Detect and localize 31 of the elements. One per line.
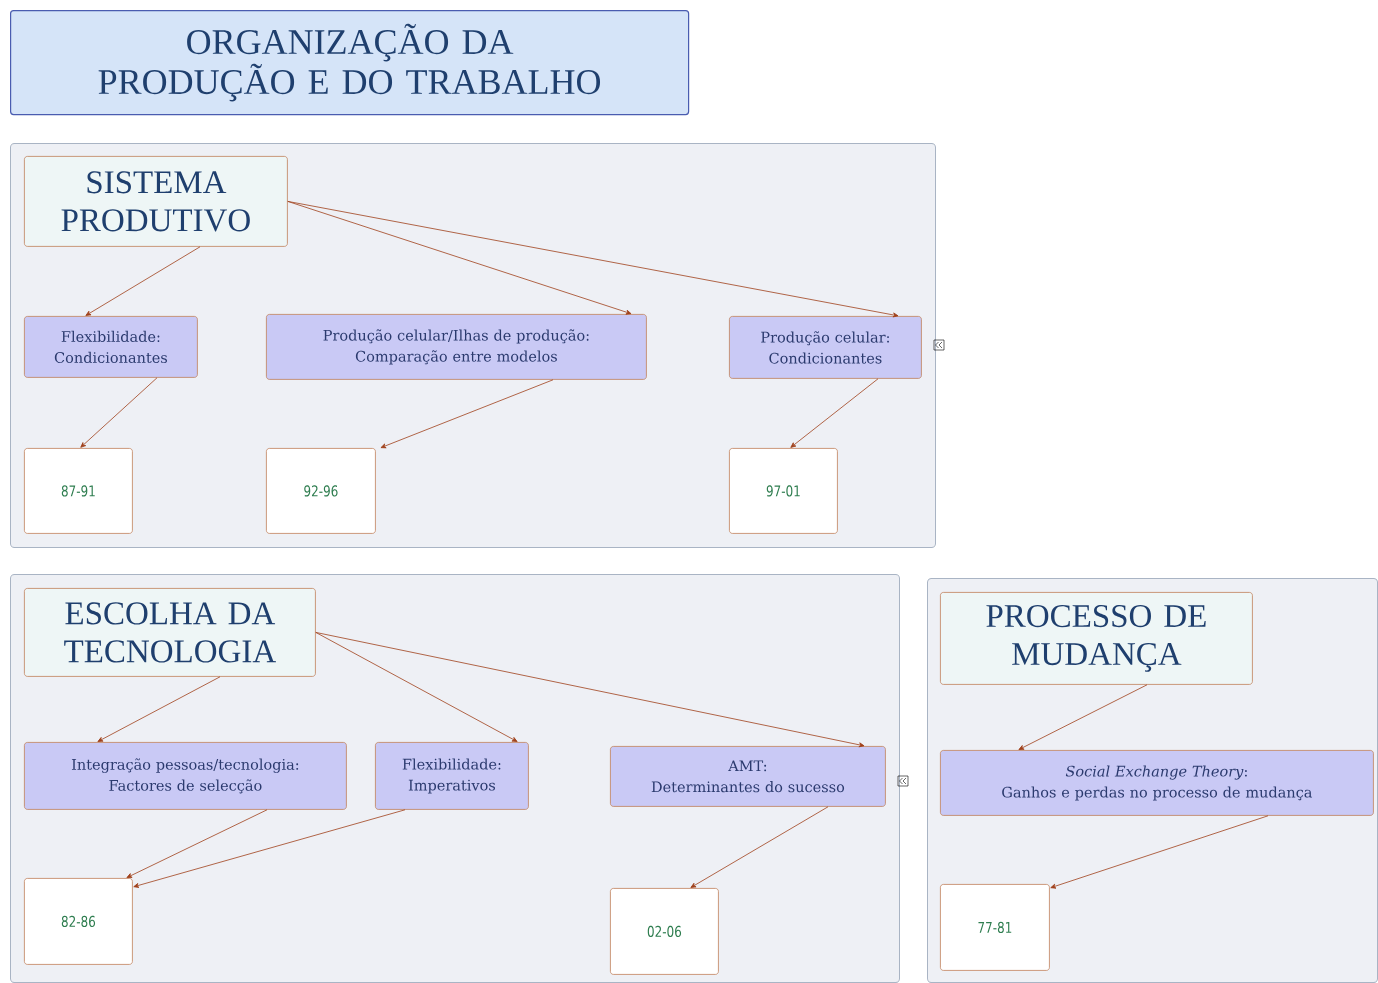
period-box: 77-81 — [940, 884, 1050, 971]
arrow — [133, 809, 406, 888]
arrow — [97, 676, 221, 742]
arrow — [126, 809, 268, 878]
heading-box: SISTEMA PRODUTIVO — [24, 156, 288, 247]
topic-box: Produção celular/Ilhas de produção: Comparação entre modelos — [266, 314, 647, 380]
arrow — [315, 632, 518, 742]
period-box: 82-86 — [24, 878, 133, 965]
arrow — [1018, 684, 1148, 750]
arrow — [287, 201, 632, 315]
topic-box: Flexibilidade: Imperativos — [375, 742, 529, 810]
topic-box: Social Exchange Theory: Ganhos e perdas no processo de mudança — [940, 750, 1374, 816]
arrow — [690, 806, 829, 888]
arrow — [315, 632, 865, 748]
arrow — [380, 379, 554, 449]
arrow — [790, 378, 879, 448]
arrow — [80, 377, 158, 448]
topic-box: Integração pessoas/tecnologia: Factores de selecção — [24, 742, 347, 810]
arrow — [85, 246, 201, 316]
period-box: 92-96 — [266, 448, 376, 534]
title-box: ORGANIZAÇÃO DA PRODUÇÃO E DO TRABALHO — [10, 10, 690, 116]
topic-box: AMT: Determinantes do sucesso — [610, 746, 886, 807]
period-box: 87-91 — [24, 448, 133, 534]
topic-box: Flexibilidade: Condicionantes — [24, 316, 198, 378]
topic-box: Produção celular: Condicionantes — [729, 316, 922, 379]
heading-box: PROCESSO DE MUDANÇA — [940, 592, 1253, 685]
heading-box: ESCOLHA DA TECNOLOGIA — [24, 588, 316, 677]
period-box: 02-06 — [610, 888, 719, 975]
arrow — [1050, 815, 1269, 889]
period-box: 97-01 — [729, 448, 838, 534]
arrow — [287, 201, 899, 318]
